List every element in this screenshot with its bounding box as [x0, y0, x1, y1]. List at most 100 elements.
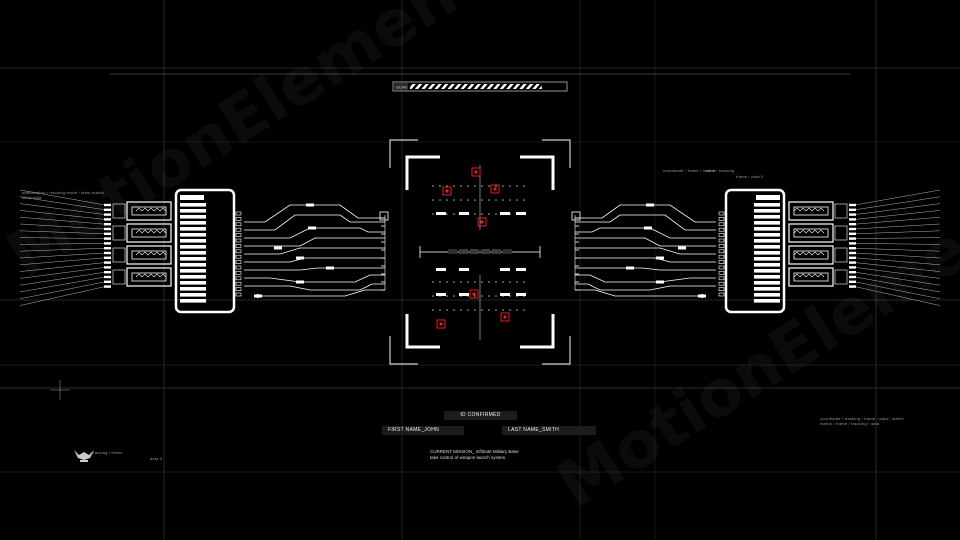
input-line	[854, 247, 941, 252]
input-line	[19, 203, 106, 215]
grid-dot	[460, 185, 462, 187]
edge-pin	[718, 281, 725, 286]
id-confirmed-badge: ID CONFIRMED	[444, 411, 517, 420]
input-line	[19, 210, 106, 220]
connector-block	[126, 223, 172, 243]
grid-dot	[509, 213, 511, 215]
circuit-trace	[244, 283, 385, 291]
pin-stub	[104, 232, 111, 235]
chip-row	[180, 239, 206, 243]
zigzag-mark	[135, 229, 167, 234]
center-bar-segment	[481, 249, 490, 254]
pin-stub	[849, 266, 856, 269]
chip-row	[180, 215, 206, 219]
pin-stub	[849, 232, 856, 235]
zigzag-mark	[793, 207, 825, 212]
connector-slot	[793, 272, 829, 282]
circuit-trace	[575, 257, 716, 263]
zigzag-mark	[793, 229, 825, 234]
grid-dot	[509, 185, 511, 187]
grid-dot	[453, 213, 455, 215]
grid-dot	[509, 309, 511, 311]
chip-row	[754, 227, 780, 231]
input-line	[19, 252, 106, 259]
grid-dot	[495, 309, 497, 311]
edge-pin	[718, 260, 725, 264]
input-line	[854, 196, 941, 211]
chip-row	[180, 281, 206, 285]
chip-panel	[724, 188, 786, 314]
red-target-marker	[442, 186, 452, 196]
grid-dot	[467, 281, 469, 283]
pin-stub	[849, 203, 856, 207]
circuit-trace	[575, 289, 702, 297]
input-line	[854, 257, 941, 266]
chip-row	[180, 275, 206, 279]
center-bar-segment	[470, 249, 479, 254]
dash-mark	[436, 212, 446, 215]
connector-slot	[131, 228, 167, 238]
input-line	[854, 286, 941, 306]
connector-block	[788, 223, 834, 243]
eagle-logo-icon	[74, 450, 94, 462]
chip-row	[180, 203, 206, 207]
edge-pin	[235, 265, 242, 270]
edge-pin	[718, 254, 725, 259]
pin-stub	[104, 223, 111, 226]
red-target-marker	[471, 167, 481, 177]
grid-dot	[495, 199, 497, 201]
edge-pin	[235, 227, 242, 232]
grid-dot	[495, 213, 497, 215]
grid-dot	[481, 309, 483, 311]
input-line	[19, 189, 106, 206]
grid-dot	[467, 213, 469, 215]
input-line	[854, 243, 941, 245]
pin-stub	[104, 251, 111, 255]
pin-stub	[849, 271, 856, 274]
edge-pin	[235, 233, 242, 237]
pin-stub	[104, 247, 111, 250]
pin-stub	[104, 227, 111, 231]
grid-dot	[488, 185, 490, 187]
grid-dot	[432, 185, 434, 187]
pin-stub	[849, 213, 856, 216]
grid-dot	[516, 213, 518, 215]
trace-dot	[256, 294, 260, 298]
edge-pin	[235, 238, 242, 243]
grid-dot	[474, 309, 476, 311]
chip-row	[754, 215, 780, 219]
input-line	[854, 252, 941, 259]
input-line	[854, 216, 941, 225]
edge-pin	[718, 287, 725, 291]
grid-dot	[481, 213, 483, 215]
edge-pin	[235, 244, 242, 248]
pin-stub	[849, 218, 856, 221]
grid-dot	[432, 213, 434, 215]
circuit-trace	[575, 204, 716, 223]
grid-dot	[474, 185, 476, 187]
mission-line-1: CURRENT MISSION_ infiltrate Military Bas…	[430, 449, 519, 454]
red-target-marker	[500, 312, 510, 322]
connector-tab	[834, 247, 848, 263]
input-line	[19, 276, 106, 293]
connector-tab	[834, 203, 848, 219]
input-line	[19, 262, 106, 272]
input-line	[854, 210, 941, 220]
pin-stub	[849, 247, 856, 250]
pin-stub	[104, 280, 111, 283]
right-info-text-3: frame / data 0	[736, 174, 764, 179]
grid-dot	[474, 213, 476, 215]
input-line	[19, 281, 106, 300]
center-bar-segment	[448, 249, 457, 254]
scan-progress-bar: SCAN	[392, 81, 568, 92]
center-bar-segment	[459, 249, 468, 254]
grid-dot	[474, 281, 476, 283]
pin-stub	[849, 275, 856, 279]
trace-node	[646, 203, 654, 207]
edge-pin	[235, 292, 242, 297]
grid-dot	[516, 199, 518, 201]
connector-slot	[793, 206, 829, 216]
edge-pin	[718, 249, 725, 254]
circuit-trace	[575, 283, 716, 291]
